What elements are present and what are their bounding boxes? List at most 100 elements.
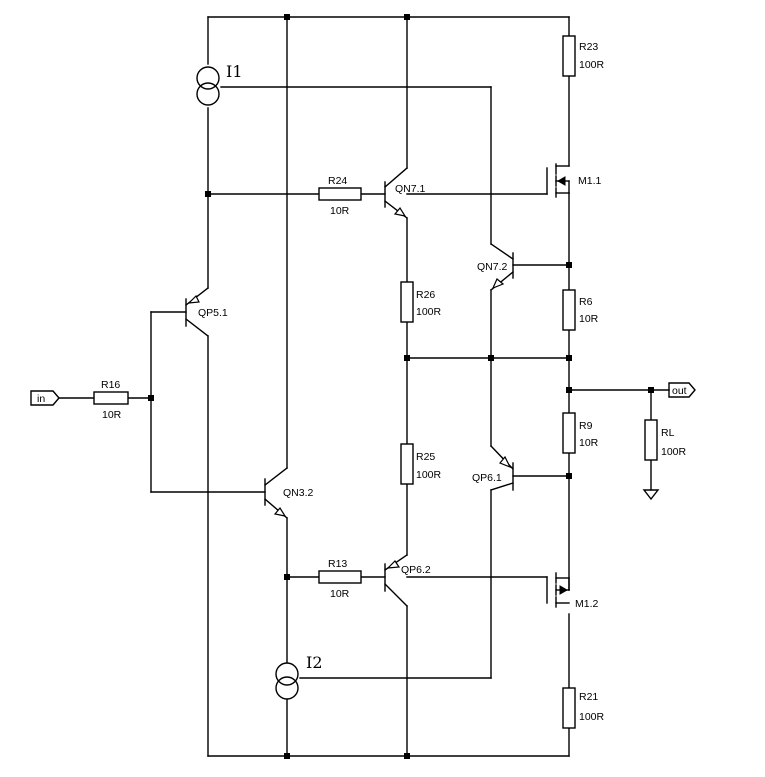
resistor-name: R6 (579, 296, 593, 308)
junction-dot (566, 473, 572, 479)
resistor-name: R16 (101, 379, 120, 391)
port-in[interactable]: in (30, 390, 60, 406)
resistor-body (318, 570, 362, 584)
transistor-qp6-2: QP6.2 (384, 554, 431, 607)
port-flag-icon (668, 382, 696, 398)
transistor-name: QP5.1 (198, 307, 228, 319)
resistor-r6: R6 10R (562, 289, 599, 331)
port-flag-icon (30, 390, 60, 406)
transistor-name: QP6.1 (472, 472, 502, 484)
resistor-r13: R13 10R (318, 558, 362, 600)
junction-dot (648, 387, 654, 393)
resistor-value: 100R (661, 446, 687, 458)
collector-lead (384, 167, 408, 188)
body-arrow-icon (559, 585, 569, 595)
transistor-name: QP6.2 (401, 564, 431, 576)
current-source-i1: I1 (196, 62, 243, 106)
resistor-value: 100R (579, 59, 605, 71)
resistor-body (644, 419, 658, 461)
junction-dot (404, 753, 410, 759)
resistor-r25: R25 100R (400, 443, 442, 485)
collector-lead (185, 318, 209, 337)
junction-dot (148, 395, 154, 401)
resistor-body (93, 391, 129, 405)
transistor-name: QN7.1 (395, 183, 426, 195)
port-label: in (37, 393, 45, 405)
junction-dot (566, 355, 572, 361)
current-source-i2: I2 (275, 653, 323, 700)
source-circle-icon (275, 676, 299, 700)
transistor-qn7-1: QN7.1 (384, 167, 426, 219)
resistor-name: R25 (416, 451, 435, 463)
source-circle-icon (196, 66, 220, 90)
resistor-body (562, 35, 576, 77)
source-label: I2 (306, 653, 323, 672)
emitter-arrow-icon (491, 278, 505, 290)
junction-dot (566, 387, 572, 393)
resistor-name: RL (661, 427, 675, 439)
resistor-value: 10R (102, 409, 122, 421)
resistor-name: R23 (579, 41, 598, 53)
emitter-arrow-icon (499, 455, 512, 469)
resistor-value: 10R (579, 437, 599, 449)
resistor-r26: R26 100R (400, 281, 442, 323)
mosfet-m1-2: M1.2 (546, 572, 599, 610)
junction-dot (404, 14, 410, 20)
resistor-value: 10R (330, 205, 350, 217)
ground-icon (642, 489, 660, 501)
resistor-name: R13 (328, 558, 347, 570)
resistor-body (400, 281, 414, 323)
mosfet-m1-1: M1.1 (546, 163, 602, 198)
junction-dot (488, 355, 494, 361)
resistor-r16: R16 10R (93, 379, 129, 421)
transistor-qp6-1: QP6.1 (472, 445, 514, 491)
junction-dot (284, 753, 290, 759)
transistor-name: QN7.2 (477, 261, 508, 273)
resistor-value: 100R (579, 711, 605, 723)
resistor-value: 10R (579, 313, 599, 325)
port-out[interactable]: out (668, 382, 696, 398)
resistor-body (562, 289, 576, 331)
collector-lead (490, 243, 514, 260)
resistor-r24: R24 10R (318, 175, 362, 217)
source-circle-icon (196, 82, 220, 106)
junction-dot (205, 191, 211, 197)
emitter-arrow-icon (187, 294, 200, 304)
transistor-qn3-2: QN3.2 (264, 467, 314, 519)
resistor-r9: R9 10R (562, 412, 599, 454)
transistor-name: QN3.2 (283, 487, 314, 499)
emitter-arrow-icon (273, 506, 287, 517)
resistor-body (318, 187, 362, 201)
resistor-name: R26 (416, 289, 435, 301)
resistor-value: 10R (330, 588, 350, 600)
collector-lead (384, 583, 408, 607)
resistor-rl: RL 100R (644, 419, 687, 461)
collector-lead (490, 482, 514, 491)
source-label: I1 (226, 62, 243, 81)
resistor-body (562, 687, 576, 729)
mosfet-name: M1.1 (578, 175, 602, 187)
transistor-qn7-2: QN7.2 (477, 243, 514, 291)
resistor-value: 100R (416, 469, 442, 481)
emitter-arrow-icon (393, 206, 407, 217)
mosfet-name: M1.2 (575, 598, 599, 610)
junction-dot (284, 574, 290, 580)
junction-dot (404, 355, 410, 361)
resistor-name: R24 (328, 175, 347, 187)
emitter-arrow-icon (386, 560, 401, 569)
resistor-name: R21 (579, 691, 598, 703)
source-circle-icon (275, 662, 299, 686)
port-label: out (672, 385, 687, 397)
resistor-r23: R23 100R (562, 35, 605, 77)
resistor-name: R9 (579, 420, 593, 432)
resistor-value: 100R (416, 306, 442, 318)
body-arrow-icon (556, 176, 566, 186)
resistor-r21: R21 100R (562, 687, 605, 729)
junction-dot (566, 262, 572, 268)
resistor-body (562, 412, 576, 454)
transistor-qp5-1: QP5.1 (185, 287, 228, 337)
collector-lead (264, 467, 288, 486)
junction-dot (284, 14, 290, 20)
